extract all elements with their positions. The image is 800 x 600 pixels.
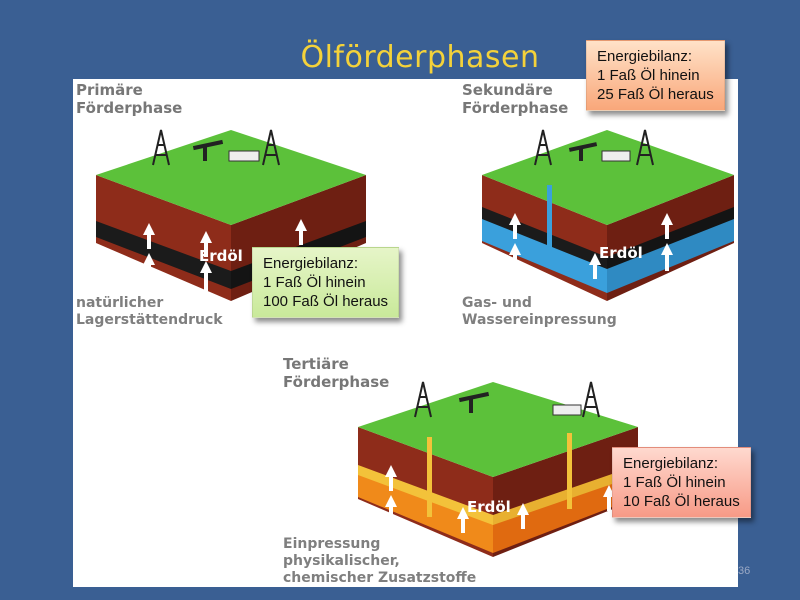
tertiary-injection-pipe	[427, 437, 432, 517]
energy-balance-title: Energiebilanz:	[597, 47, 714, 66]
secondary-phase-label: Sekundäre Förderphase	[462, 81, 568, 117]
storage-tank-icon	[602, 151, 630, 161]
tertiary-oil-label: Erdöl	[467, 498, 511, 516]
primary-phase-label: Primäre Förderphase	[76, 81, 182, 117]
primary-caption: natürlicher Lagerstättendruck	[76, 295, 223, 329]
energy-balance-tertiary: Energiebilanz: 1 Faß Öl hinein 10 Faß Öl…	[612, 447, 751, 518]
energy-balance-input: 1 Faß Öl hinein	[597, 66, 714, 85]
energy-balance-output: 10 Faß Öl heraus	[623, 492, 740, 511]
energy-balance-input: 1 Faß Öl hinein	[623, 473, 740, 492]
secondary-injection-pipe	[547, 185, 552, 259]
energy-balance-input: 1 Faß Öl hinein	[263, 273, 388, 292]
secondary-oil-label: Erdöl	[599, 244, 643, 262]
tertiary-phase-block	[353, 377, 643, 562]
energy-balance-title: Energiebilanz:	[263, 254, 388, 273]
energy-balance-primary: Energiebilanz: 1 Faß Öl hinein 100 Faß Ö…	[252, 247, 399, 318]
primary-oil-label: Erdöl	[199, 247, 243, 265]
energy-balance-output: 100 Faß Öl heraus	[263, 292, 388, 311]
energy-balance-output: 25 Faß Öl heraus	[597, 85, 714, 104]
storage-tank-icon	[553, 405, 581, 415]
tertiary-caption: Einpressung physikalischer, chemischer Z…	[283, 536, 476, 587]
energy-balance-title: Energiebilanz:	[623, 454, 740, 473]
page-number: 36	[738, 565, 750, 577]
storage-tank-icon	[229, 151, 259, 161]
secondary-phase-block	[477, 125, 739, 305]
secondary-caption: Gas- und Wassereinpressung	[462, 295, 617, 329]
energy-balance-secondary: Energiebilanz: 1 Faß Öl hinein 25 Faß Öl…	[586, 40, 725, 111]
tertiary-injection-pipe	[567, 433, 572, 509]
